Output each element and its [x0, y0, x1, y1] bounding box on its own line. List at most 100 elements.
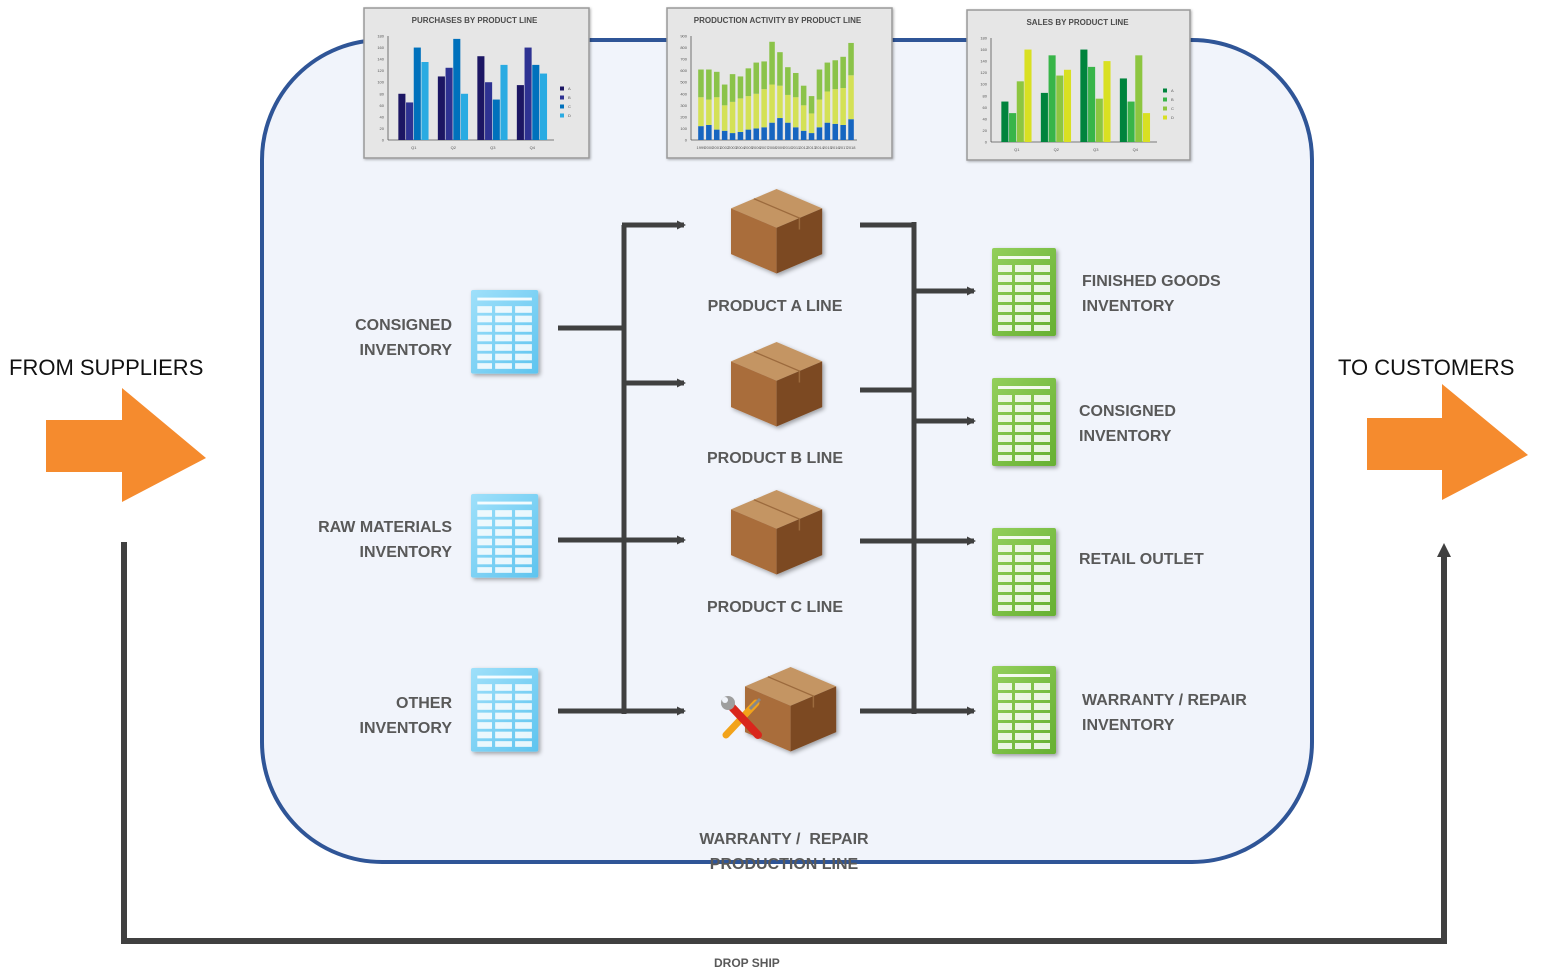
bar [524, 47, 532, 140]
y-tick-label: 100 [980, 82, 987, 87]
bar [848, 75, 854, 120]
y-tick-label: 700 [680, 57, 687, 62]
y-tick-label: 180 [377, 34, 384, 39]
bar [753, 62, 760, 94]
bar [532, 64, 540, 140]
bar [737, 76, 744, 99]
bar [539, 73, 548, 140]
bar [421, 62, 429, 140]
y-tick-label: 300 [680, 103, 687, 108]
bar [1040, 92, 1048, 142]
bar [713, 71, 720, 98]
bar [460, 93, 469, 140]
spreadsheet-icon [992, 378, 1056, 466]
bar [413, 47, 421, 140]
y-tick-label: 400 [680, 91, 687, 96]
bar [745, 96, 752, 130]
x-tick-label: 2006 [752, 145, 762, 150]
legend-entry: B [568, 95, 571, 100]
output-label-retail-outlet: RETAIL OUTLET [1079, 551, 1204, 568]
bar [808, 133, 815, 140]
y-tick-label: 40 [380, 114, 385, 119]
x-tick-label: Q4 [530, 145, 536, 150]
x-tick-label: 2010 [783, 145, 793, 150]
bar [777, 85, 783, 119]
bar [1088, 66, 1096, 142]
x-tick-label: 2002 [720, 145, 730, 150]
x-tick-label: 2018 [847, 145, 857, 150]
y-tick-label: 60 [983, 105, 988, 110]
x-tick-label: 2015 [823, 145, 833, 150]
y-tick-label: 0 [382, 138, 385, 143]
bar [492, 99, 500, 140]
y-tick-label: 0 [685, 138, 688, 143]
bar [445, 67, 453, 140]
bar [721, 130, 728, 140]
line-label-b: PRODUCT B LINE [707, 450, 843, 467]
x-tick-label: 2016 [831, 145, 841, 150]
bar [706, 69, 712, 100]
legend-entry: B [1171, 97, 1174, 102]
legend-entry: D [568, 113, 571, 118]
x-tick-label: 2011 [791, 145, 800, 150]
line-label-a: PRODUCT A LINE [707, 298, 843, 315]
chart-title: SALES BY PRODUCT LINE [1026, 18, 1129, 27]
bar [1135, 55, 1143, 143]
y-tick-label: 80 [380, 91, 385, 96]
y-tick-label: 900 [680, 34, 687, 39]
to-customers-label: TO CUSTOMERS [1338, 355, 1515, 380]
legend-entry: C [1171, 106, 1174, 111]
chart-title: PRODUCTION ACTIVITY BY PRODUCT LINE [694, 16, 862, 25]
bar [1103, 61, 1111, 142]
bar [1080, 49, 1088, 142]
bar [516, 85, 524, 140]
legend-entry: A [568, 86, 571, 91]
bar [832, 123, 839, 140]
y-tick-label: 60 [380, 103, 385, 108]
bar [824, 91, 831, 123]
bar [453, 38, 461, 141]
x-tick-label: 2008 [768, 145, 778, 150]
y-tick-label: 160 [377, 45, 384, 50]
bar [706, 99, 712, 125]
chart-title: PURCHASES BY PRODUCT LINE [412, 16, 538, 25]
y-tick-label: 100 [680, 126, 687, 131]
x-tick-label: 2007 [760, 145, 770, 150]
bar [769, 41, 775, 85]
bar [745, 129, 752, 140]
bar [1001, 101, 1009, 142]
bar [777, 52, 783, 86]
drop-ship-path [121, 542, 1451, 944]
x-tick-label: 2017 [839, 145, 849, 150]
x-tick-label: 2009 [775, 145, 785, 150]
bar [753, 93, 760, 129]
bar [769, 84, 775, 123]
line-label-c: PRODUCT C LINE [707, 599, 843, 616]
legend-swatch [1163, 88, 1167, 93]
bar [485, 82, 493, 140]
bar [1095, 98, 1103, 142]
bar [792, 72, 799, 98]
bar [800, 130, 807, 140]
legend-entry: D [1171, 115, 1174, 120]
x-tick-label: Q1 [411, 145, 417, 150]
bar [1119, 78, 1127, 142]
x-tick-label: 2005 [744, 145, 754, 150]
bar [808, 113, 815, 134]
bar [698, 97, 704, 127]
bar [745, 68, 752, 97]
y-tick-label: 180 [980, 36, 987, 41]
y-tick-label: 140 [377, 57, 384, 62]
bar [1127, 101, 1135, 142]
x-tick-label: 2013 [807, 145, 817, 150]
bar [816, 127, 823, 140]
bar [848, 119, 854, 140]
bar [729, 101, 736, 134]
bar [729, 74, 736, 102]
bar [785, 94, 791, 123]
x-tick-label: Q3 [1093, 147, 1099, 152]
